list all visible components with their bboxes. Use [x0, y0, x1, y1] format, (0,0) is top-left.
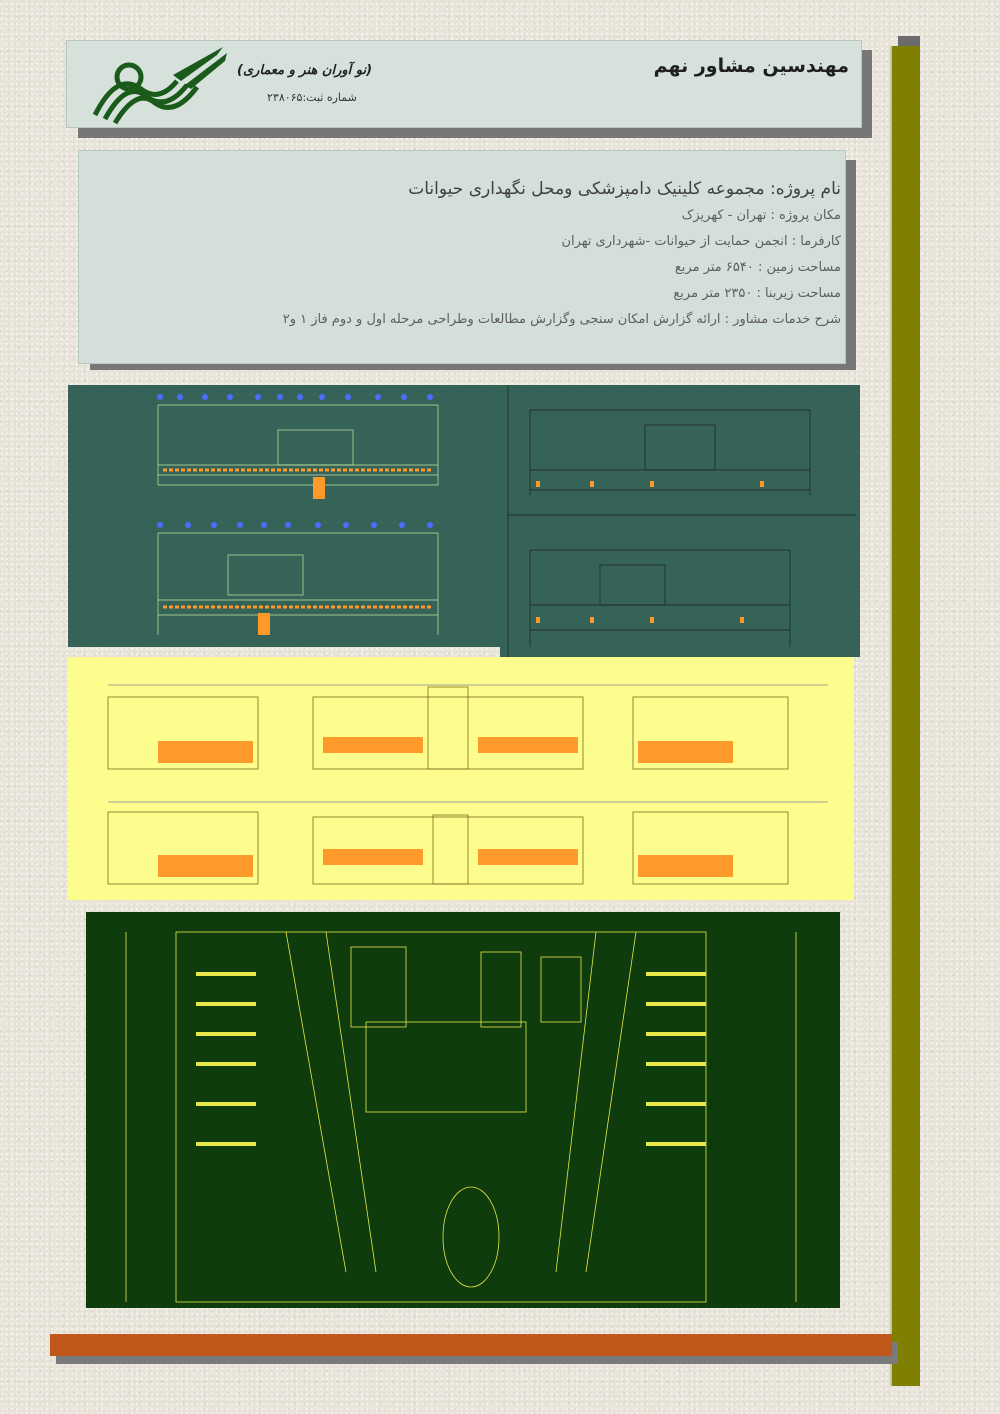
side-bar	[890, 46, 920, 1386]
bottom-bar	[50, 1334, 892, 1356]
header-box: (نو آوران هنر و معماری) شماره ثبت:۲۳۸۰۶۵…	[66, 40, 862, 128]
project-location: مکان پروژه : تهران - کهریزک	[681, 208, 841, 223]
built-area: مساحت زیربنا : ۲۳۵۰ متر مربع	[673, 286, 841, 301]
project-client: کارفرما : انجمن حمایت از حیوانات -شهردار…	[561, 234, 841, 249]
registration-number: شماره ثبت:۲۳۸۰۶۵	[267, 91, 357, 104]
elevation-a-svg	[157, 394, 439, 635]
elevation-drawing-b	[500, 385, 860, 657]
elevation-c-svg	[107, 684, 828, 885]
project-info-box: نام پروژه: مجموعه کلینیک دامپزشکی ومحل ن…	[78, 150, 846, 364]
elevation-drawing-c	[68, 657, 854, 900]
firm-subtitle: (نو آوران هنر و معماری)	[237, 63, 373, 78]
elevation-drawing-a	[68, 385, 500, 647]
consultant-services: شرح خدمات مشاور : ارائه گزارش امکان سنجی…	[282, 312, 841, 327]
site-plan-drawing	[86, 912, 840, 1308]
firm-logo	[77, 45, 227, 125]
land-area: مساحت زمین : ۶۵۴۰ متر مربع	[674, 260, 841, 275]
elevation-b-svg	[507, 385, 856, 657]
project-title: نام پروژه: مجموعه کلینیک دامپزشکی ومحل ن…	[408, 179, 841, 199]
firm-name: مهندسین مشاور نهم	[653, 55, 849, 77]
site-plan-svg	[125, 931, 797, 1303]
